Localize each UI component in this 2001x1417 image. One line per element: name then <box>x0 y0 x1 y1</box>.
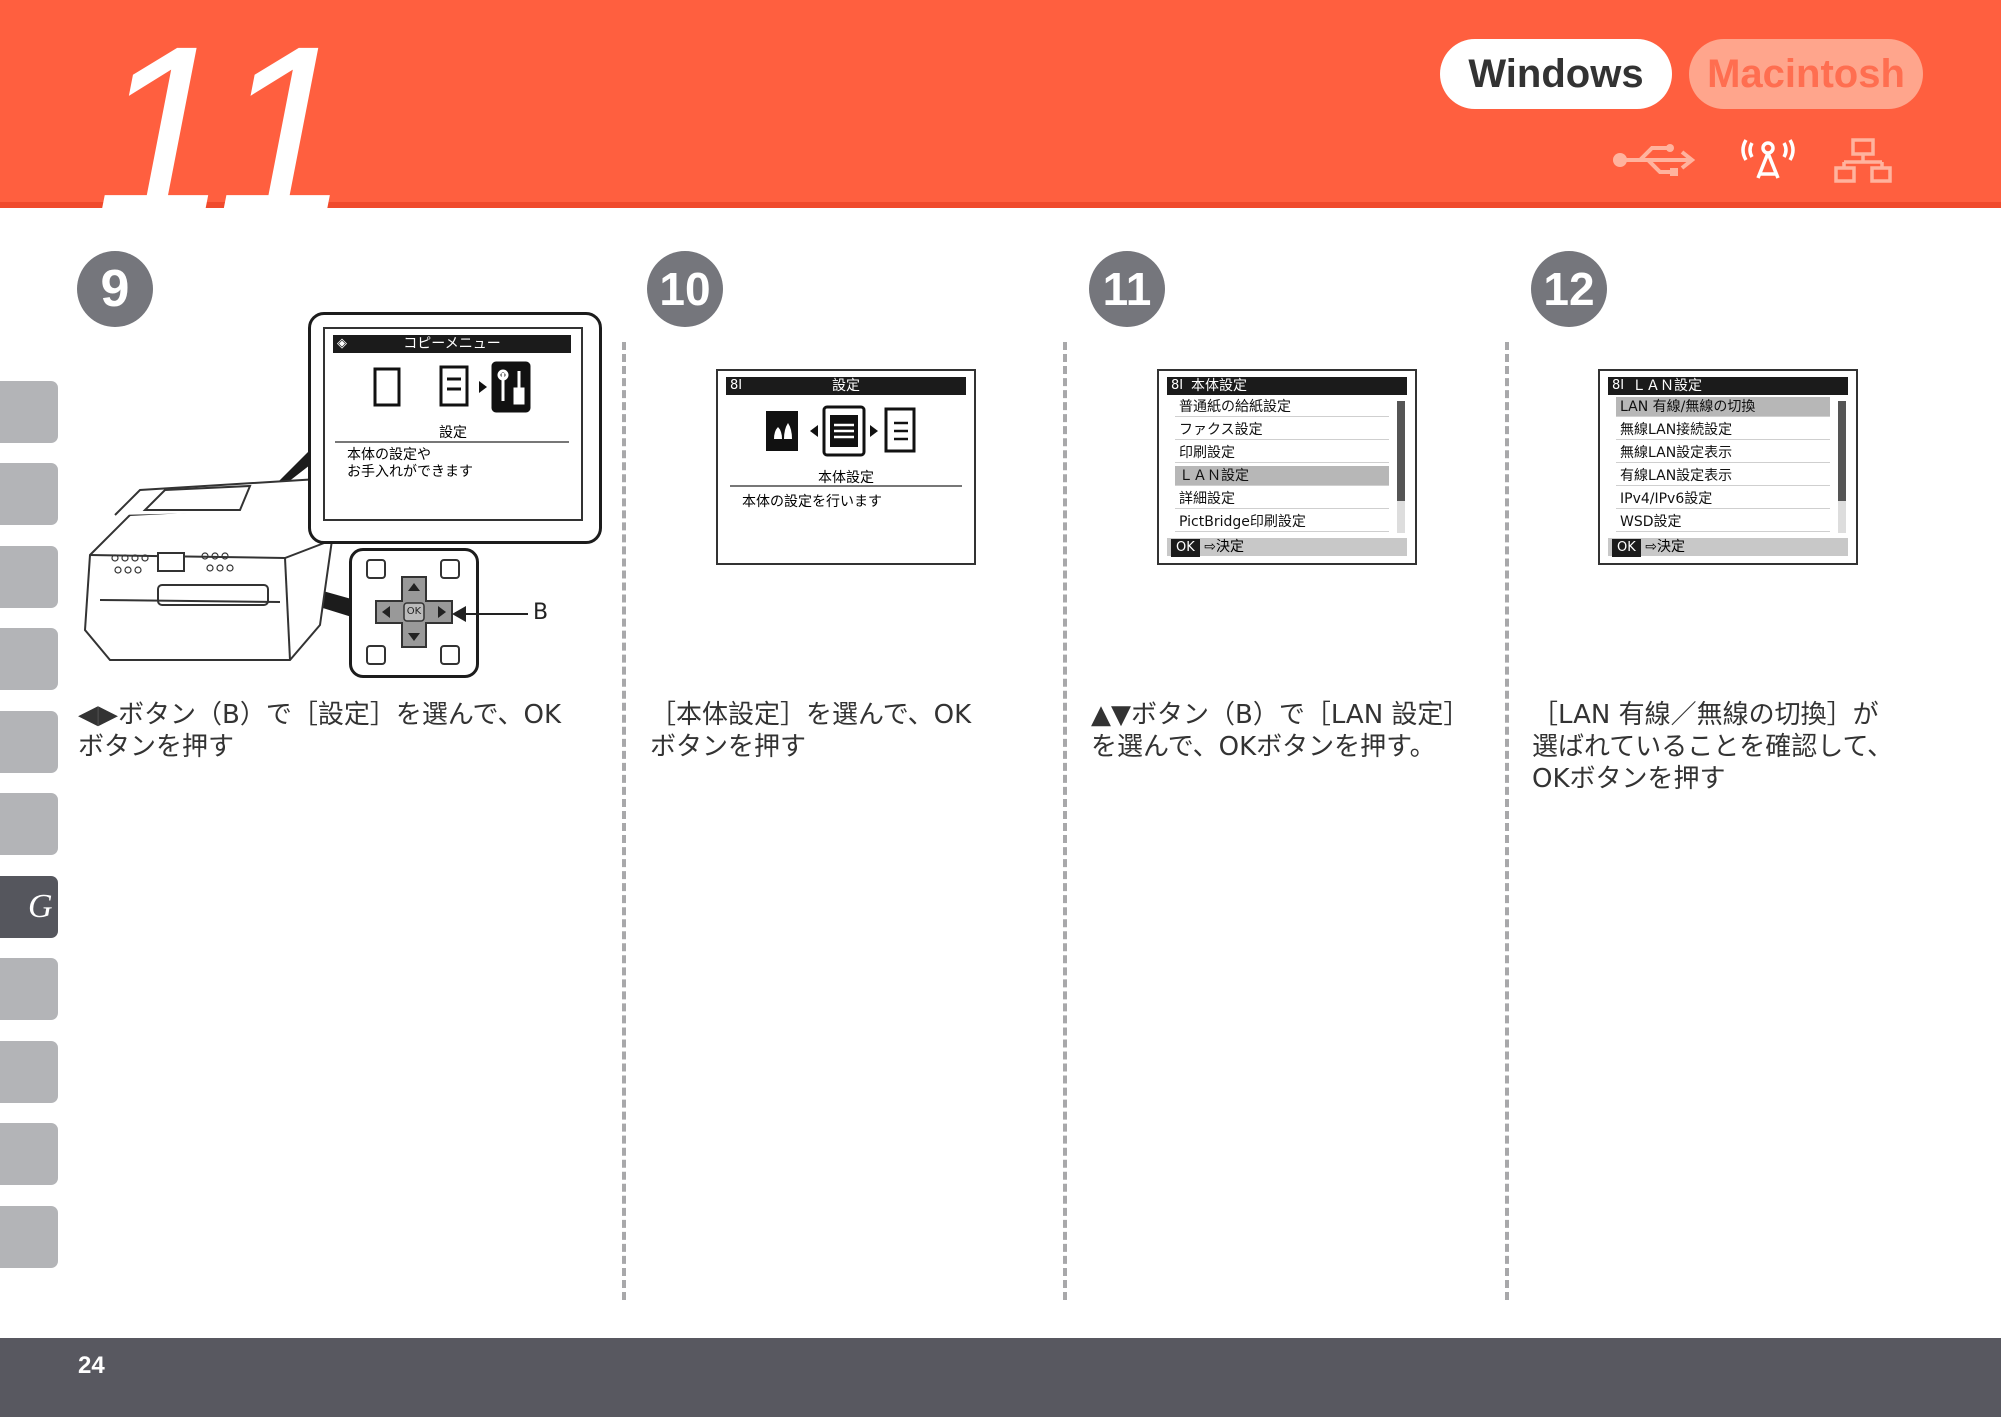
menu-icons <box>373 361 531 413</box>
menu-item[interactable]: ファクス設定 <box>1175 420 1389 440</box>
menu-item[interactable]: 有線LAN設定表示 <box>1616 466 1830 486</box>
settings-icon: 8I <box>1171 378 1184 393</box>
step-number: 12 <box>1531 251 1607 327</box>
screen-title: コピーメニュー <box>403 336 501 352</box>
menu-icons <box>766 405 916 457</box>
menu-item-selected[interactable]: LAN 有線/無線の切換 <box>1616 397 1830 417</box>
step-description: ◀▶ボタン（B）で［設定］を選んで、OK ボタンを押す <box>78 700 562 762</box>
menu-item[interactable]: 詳細設定 <box>1175 489 1389 509</box>
menu-item[interactable]: 無線LAN設定表示 <box>1616 443 1830 463</box>
os-macintosh-label: Macintosh <box>1689 39 1923 109</box>
settings-icon: 8I <box>1612 378 1625 393</box>
step-number: 9 <box>77 251 153 327</box>
ok-key[interactable]: OK <box>406 606 422 617</box>
ok-badge: OK <box>1612 539 1641 557</box>
menu-item[interactable]: 無線LAN接続設定 <box>1616 420 1830 440</box>
confirm-text: ⇨決定 <box>1645 539 1685 555</box>
menu-item[interactable]: IPv4/IPv6設定 <box>1616 489 1830 509</box>
lcd-screen: ◈ コピーメニュー 設定 本体の設定や お手入れができます <box>323 327 583 521</box>
side-tab[interactable] <box>0 793 58 855</box>
screen-title: 本体設定 <box>1191 378 1247 394</box>
menu-item[interactable]: 印刷設定 <box>1175 443 1389 463</box>
side-tab[interactable] <box>0 546 58 608</box>
lcd-screen: 8I ＬＡＮ設定 LAN 有線/無線の切換 無線LAN接続設定 無線LAN設定表… <box>1598 369 1858 565</box>
side-tab[interactable] <box>0 711 58 773</box>
column-divider <box>1505 342 1509 1300</box>
lcd-screen: 8I 本体設定 普通紙の給紙設定 ファクス設定 印刷設定 ＬＡＮ設定 詳細設定 … <box>1157 369 1417 565</box>
wired-lan-icon <box>1834 138 1892 183</box>
screen-footer: OK ⇨決定 <box>1608 538 1848 557</box>
side-tab[interactable] <box>0 628 58 690</box>
side-tab[interactable] <box>0 1041 58 1103</box>
menu-item[interactable]: WSD設定 <box>1616 512 1830 532</box>
screen-text: 本体の設定や お手入れができます <box>347 447 473 480</box>
screen-title: ＬＡＮ設定 <box>1632 378 1702 394</box>
os-windows-label: Windows <box>1440 39 1672 109</box>
dpad[interactable] <box>374 575 454 649</box>
side-tab-label: G <box>28 888 53 925</box>
confirm-text: ⇨決定 <box>1204 539 1244 555</box>
step-description: ▲▼ボタン（B）で［LAN 設定］ を選んで、OKボタンを押す。 <box>1091 700 1470 762</box>
screen-text: 本体の設定を行います <box>742 494 882 510</box>
ok-badge: OK <box>1171 539 1200 557</box>
copy-menu-icon: ◈ <box>337 336 347 351</box>
lcd-screen: 8I 設定 本体設定 本体の設定を行います <box>716 369 976 565</box>
side-tab[interactable] <box>0 958 58 1020</box>
step-number: 11 <box>1089 251 1165 327</box>
callout-arrow <box>452 606 466 622</box>
selected-item-label: 本体設定 <box>818 470 874 486</box>
column-divider <box>622 342 626 1300</box>
chapter-number: 11 <box>95 0 357 264</box>
page-number: 24 <box>78 1352 105 1379</box>
screen-title: 設定 <box>832 378 860 394</box>
menu-item[interactable]: 普通紙の給紙設定 <box>1175 397 1389 417</box>
settings-icon: 8I <box>730 378 743 393</box>
step-description: ［本体設定］を選んで、OK ボタンを押す <box>650 700 972 762</box>
selected-item-label: 設定 <box>439 425 467 441</box>
menu-item-selected[interactable]: ＬＡＮ設定 <box>1175 466 1389 486</box>
header-underline <box>0 202 2001 208</box>
side-tab[interactable] <box>0 381 58 443</box>
footer-bar <box>0 1338 2001 1417</box>
side-tab[interactable] <box>0 463 58 525</box>
side-tab[interactable] <box>0 1123 58 1185</box>
side-tab-active[interactable]: G <box>0 876 58 938</box>
printer-illustration <box>83 450 355 661</box>
wireless-icon <box>1741 139 1795 179</box>
screen-footer: OK ⇨決定 <box>1167 538 1407 557</box>
usb-icon <box>1613 144 1696 176</box>
scrollbar[interactable] <box>1838 401 1846 533</box>
side-tab[interactable] <box>0 1206 58 1268</box>
step-number: 10 <box>647 251 723 327</box>
column-divider <box>1063 342 1067 1300</box>
scrollbar[interactable] <box>1397 401 1405 533</box>
menu-item[interactable]: PictBridge印刷設定 <box>1175 512 1389 532</box>
step-description: ［LAN 有線／無線の切換］が 選ばれていることを確認して、 OKボタンを押す <box>1532 700 1894 794</box>
callout-line <box>458 613 528 615</box>
lcd-zoom-frame: ◈ コピーメニュー 設定 本体の設定や お手入れができます <box>308 312 602 544</box>
callout-label-b: B <box>533 600 549 625</box>
